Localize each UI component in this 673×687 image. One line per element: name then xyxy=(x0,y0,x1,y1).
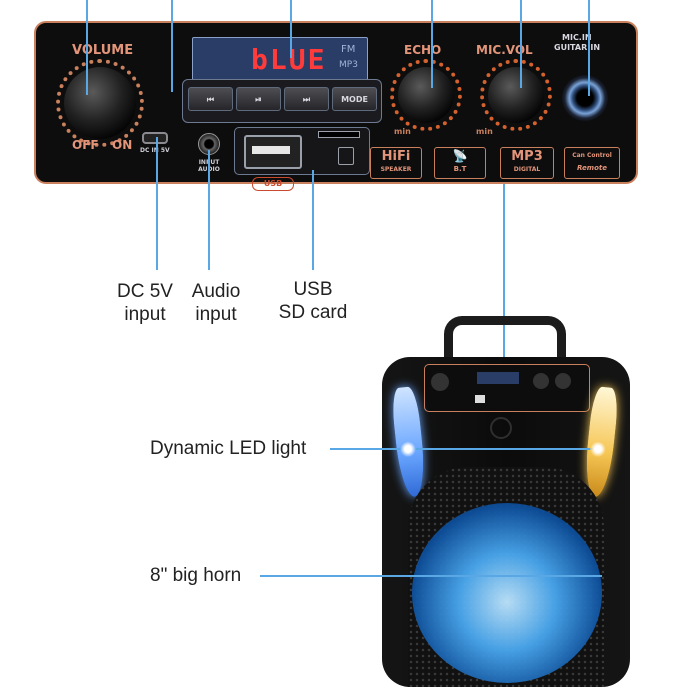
caption-horn: 8" big horn xyxy=(150,565,242,586)
usb-port[interactable] xyxy=(244,135,302,169)
ir-receiver xyxy=(490,417,512,439)
bluetooth-logo: 📡 B.T xyxy=(434,147,486,179)
speaker-horn-glow xyxy=(412,503,602,683)
mic-guitar-jack[interactable] xyxy=(562,75,608,121)
leader-led xyxy=(330,448,594,450)
display-fm: FM xyxy=(341,44,356,55)
echo-knob[interactable] xyxy=(398,67,454,123)
usb-badge: USB xyxy=(252,177,294,191)
led-callout-dot-right xyxy=(590,441,606,457)
guitar-in-label: GUITAR.IN xyxy=(554,43,601,52)
dc-label: DC IN 5V xyxy=(140,147,170,154)
off-label: OFF xyxy=(72,138,99,152)
mic-vol-min-label: min xyxy=(476,127,493,136)
leader-display xyxy=(290,0,292,58)
display-text: bLUE xyxy=(251,43,327,76)
leader-echo xyxy=(431,0,433,88)
leader-usb xyxy=(312,170,314,270)
leader-volume xyxy=(86,0,88,95)
mic-vol-label: MIC.VOL xyxy=(476,43,533,57)
on-label: ON xyxy=(112,138,133,152)
leader-horn xyxy=(260,575,602,577)
lcd-display: bLUE FM MP3 xyxy=(192,37,368,81)
mp3-digital-logo: MP3 DIGITAL xyxy=(500,147,554,179)
leader-mic-vol xyxy=(520,0,522,88)
led-callout-dot-left xyxy=(400,441,416,457)
caption-audio: Audio input xyxy=(191,281,241,325)
remote-control-logo: Can Control Remote xyxy=(564,147,620,179)
control-panel: VOLUME OFF ON DC IN 5V INPUT AUDIO bLUE … xyxy=(34,21,638,191)
mic-in-label: MIC.IN xyxy=(562,33,592,42)
mic-vol-knob[interactable] xyxy=(488,67,544,123)
sd-card-icon xyxy=(338,147,354,165)
volume-ring xyxy=(56,59,144,147)
prev-button[interactable]: ⏮ xyxy=(188,87,233,111)
speaker-control-panel xyxy=(424,364,590,412)
caption-led: Dynamic LED light xyxy=(150,438,307,459)
speaker-body xyxy=(382,357,630,687)
echo-label: ECHO xyxy=(404,43,442,57)
speaker-handle xyxy=(444,316,566,376)
volume-knob[interactable] xyxy=(64,67,136,139)
volume-label: VOLUME xyxy=(72,43,134,58)
leader-panel-to-speaker xyxy=(503,184,505,376)
leader-audio xyxy=(208,150,210,270)
mic-vol-ring xyxy=(480,59,552,131)
next-button[interactable]: ⏭ xyxy=(284,87,329,111)
hifi-logo: HiFi SPEAKER xyxy=(370,147,422,179)
leader-buttons xyxy=(171,0,173,92)
caption-dc: DC 5V input xyxy=(117,281,173,325)
echo-min-label: min xyxy=(394,127,411,136)
caption-usb: USB SD card xyxy=(278,279,348,323)
play-pause-button[interactable]: ⏯ xyxy=(236,87,281,111)
leader-mic-in xyxy=(588,0,590,96)
dc-port[interactable] xyxy=(142,132,168,144)
mode-button[interactable]: MODE xyxy=(332,87,377,111)
echo-ring xyxy=(390,59,462,131)
leader-dc xyxy=(156,137,158,270)
display-mp3: MP3 xyxy=(339,60,358,70)
sd-card-slot[interactable] xyxy=(318,131,360,138)
